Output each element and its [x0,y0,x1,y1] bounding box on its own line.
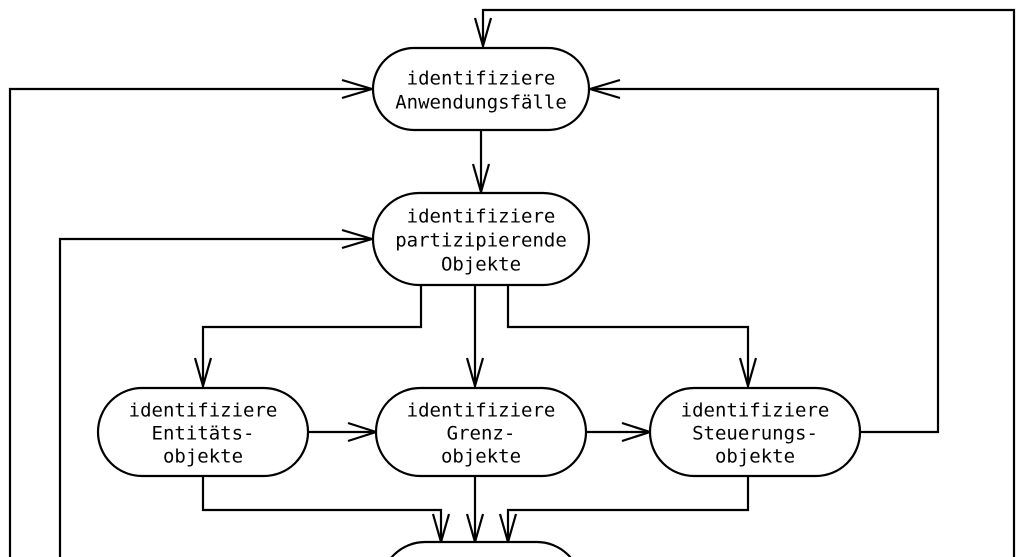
edge-entitaets-to-grenz [308,421,380,443]
node-label-line2: partizipierende [395,230,567,252]
edge-steuerungs-to-bottom [498,476,750,547]
node-shape-rounded [371,46,591,132]
node-shape-rounded [648,386,862,478]
edge-path [481,8,1016,557]
node-label-line1: identifiziere [129,400,278,422]
edge-path [58,237,370,557]
node-label-line1: identifiziere [407,206,556,228]
node-label-line2: Anwendungsfälle [395,92,567,114]
edge-partizipierende-to-entitaets [193,285,423,391]
node-label-line1: identifiziere [407,68,556,90]
node-layer: identifiziere Anwendungsfälle identifizi… [96,46,862,557]
node-steuerungsobjekte[interactable]: identifiziere Steuerungs- objekte [648,386,862,478]
edge-path [8,87,370,557]
edge-offscreen-to-anwendungsfaelle-left [8,78,376,557]
node-label-line1: identifiziere [407,400,556,422]
edge-offscreen-to-anwendungsfaelle-top [473,8,1016,557]
node-shape-rounded [390,540,572,557]
node-label-line2: Entitäts- [152,423,255,445]
edge-path [592,87,940,434]
edge-entitaets-to-bottom [201,476,451,547]
arrow-head-icon [473,17,493,51]
edge-path [506,285,750,384]
node-grenzobjekte[interactable]: identifiziere Grenz- objekte [374,386,588,478]
edge-partizipierende-to-steuerungs [506,285,758,391]
edge-path [201,476,443,540]
node-anwendungsfaelle[interactable]: identifiziere Anwendungsfälle [371,46,591,132]
edge-path [201,285,423,384]
node-label-line3: Objekte [441,254,521,276]
arrow-head-icon [193,357,213,391]
edge-grenz-to-steuerungs [586,421,654,443]
node-label-line2: Steuerungs- [692,423,818,445]
node-bottom-partial[interactable] [381,540,581,557]
node-entitaetsobjekte[interactable]: identifiziere Entitäts- objekte [96,386,310,478]
node-label-line1: identifiziere [681,400,830,422]
node-partizipierende-objekte[interactable]: identifiziere partizipierende Objekte [371,191,591,287]
edge-layer [8,8,1016,557]
edge-grenz-to-bottom [465,476,485,547]
node-label-line3: objekte [715,446,795,468]
edge-anwendungsfaelle-to-partizipierende [471,130,491,197]
edge-partizipierende-to-grenz [465,285,485,391]
arrow-head-icon [738,357,758,391]
node-label-line2: Grenz- [447,423,516,445]
arrow-head-icon [465,357,485,391]
node-label-line3: objekte [163,446,243,468]
node-shape-rounded [371,191,591,287]
node-shape-rounded [374,386,588,478]
node-shape-rounded [96,386,310,478]
edge-steuerungs-to-anwendungsfaelle [586,78,940,434]
node-label-line3: objekte [441,446,521,468]
edge-path [506,476,750,540]
